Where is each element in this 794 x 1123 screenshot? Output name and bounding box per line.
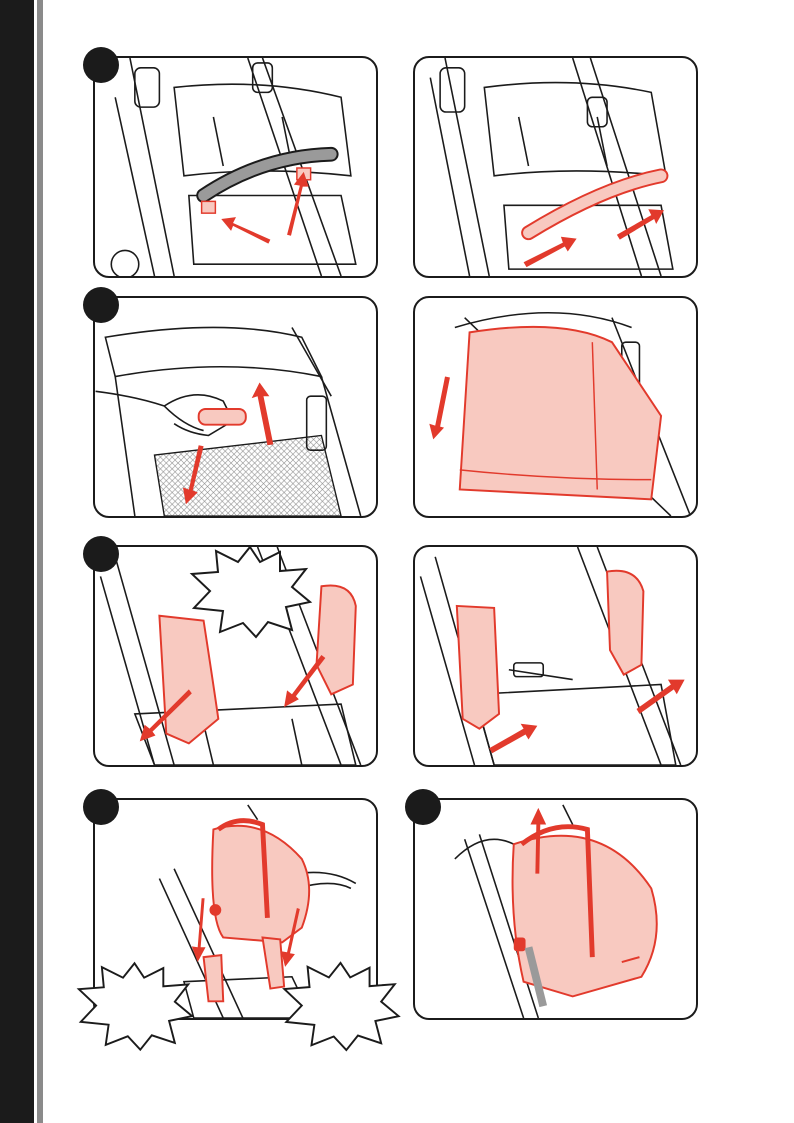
step-marker-2 <box>83 287 119 323</box>
panel-pull-handle <box>93 296 378 518</box>
illustration-bumper-bar-slide <box>415 58 696 276</box>
callout-text-2 <box>75 960 195 1052</box>
panel-insert-adapters <box>413 545 698 767</box>
panel-remove-infant-seat <box>413 798 698 1020</box>
callout-text-1 <box>188 544 313 639</box>
callout-text-3 <box>280 960 402 1052</box>
illustration-remove-seat-fabric <box>415 298 696 516</box>
illustration-pull-handle <box>95 298 376 516</box>
side-line <box>37 0 43 1123</box>
adapter-icon <box>204 955 224 1001</box>
panel-bumper-bar-slide <box>413 56 698 278</box>
panel-remove-bumper-bar <box>93 56 378 278</box>
step-marker-3 <box>83 536 119 572</box>
adapter-icon <box>457 606 499 729</box>
step-marker-4 <box>83 789 119 825</box>
adapter-icon <box>607 571 643 675</box>
step-marker-1 <box>83 47 119 83</box>
panel-remove-seat-fabric <box>413 296 698 518</box>
callout-burst-1 <box>188 544 313 639</box>
side-bar <box>0 0 34 1123</box>
arrow-icon <box>489 680 684 754</box>
callout-burst-3 <box>280 960 402 1052</box>
arrow-icon <box>429 377 450 440</box>
adapter-icon <box>317 585 356 694</box>
illustration-insert-adapters <box>415 547 696 765</box>
illustration-bumper-bar-removal <box>95 58 376 276</box>
step-marker-5 <box>405 789 441 825</box>
callout-burst-2 <box>75 960 195 1052</box>
illustration-remove-infant-seat <box>415 800 696 1018</box>
